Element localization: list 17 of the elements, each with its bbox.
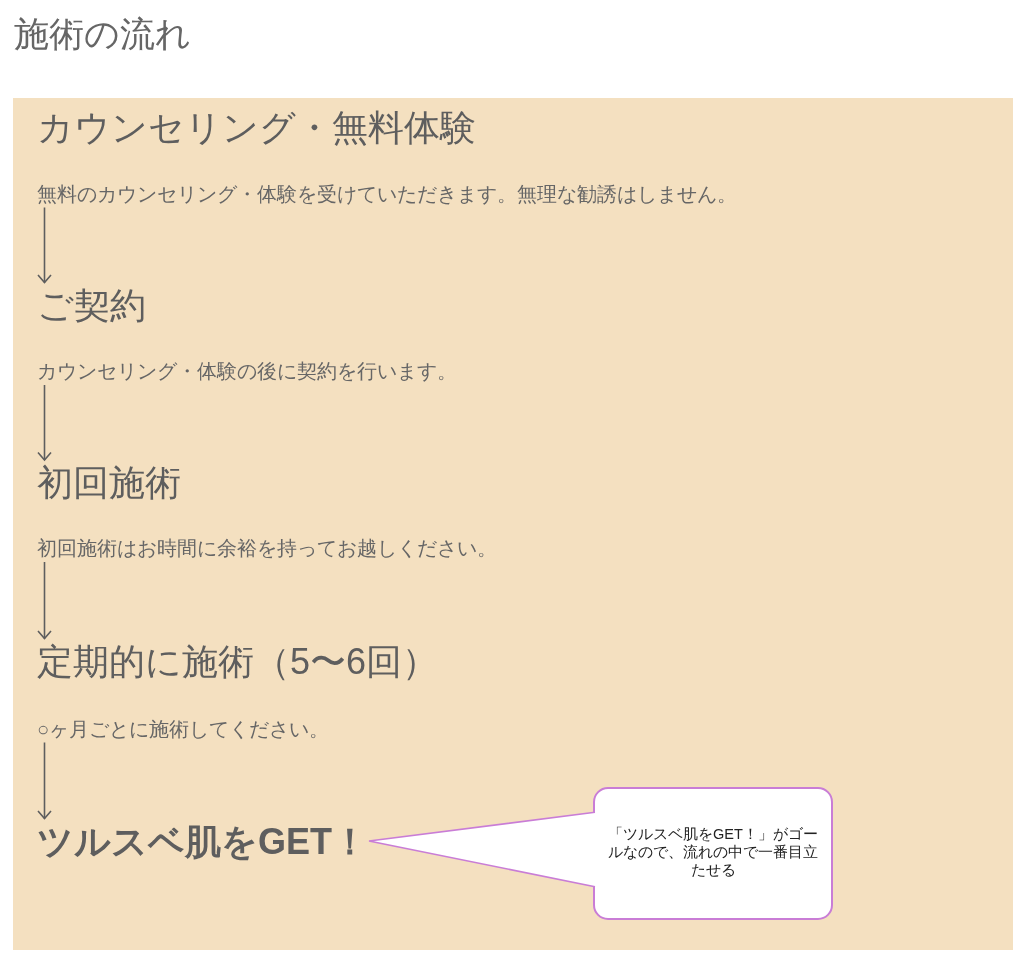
page-title: 施術の流れ [14,13,191,55]
step-heading: 定期的に施術（5〜6回） [37,639,439,684]
step-heading: ツルスベ肌をGET！ [37,818,368,864]
callout-pointer [368,811,596,888]
step-description: ○ヶ月ごとに施術してください。 [37,716,330,742]
speech-bubble: 「ツルスベ肌をGET！」がゴールなので、流れの中で一番目立たせる [593,787,833,920]
arrow [37,384,52,461]
step-description: 無料のカウンセリング・体験を受けていただきます。無理な勧誘はしません。 [37,181,737,207]
arrow [37,741,52,820]
arrow [37,206,52,284]
step-heading: 初回施術 [37,461,181,505]
step-heading: ご契約 [37,283,146,328]
step-heading: カウンセリング・無料体験 [37,106,476,150]
background-panel [13,98,1013,950]
step-description: カウンセリング・体験の後に契約を行います。 [37,359,457,384]
arrow [37,561,52,640]
step-description: 初回施術はお時間に余裕を持ってお越しください。 [37,536,497,561]
